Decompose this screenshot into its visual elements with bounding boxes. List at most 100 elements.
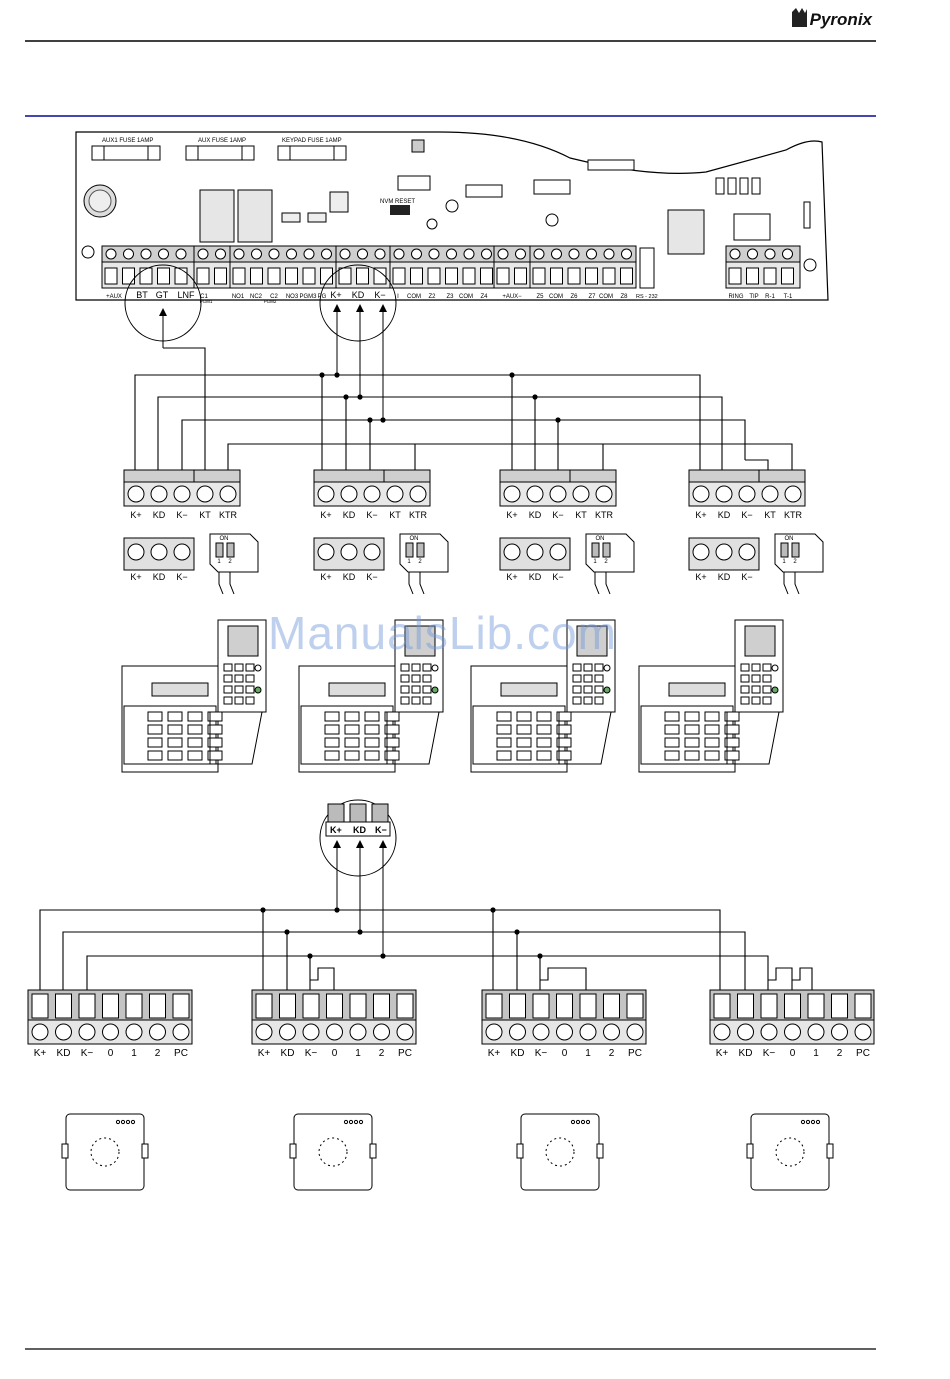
panel-terminal-label: COM: [407, 294, 421, 300]
terminal-slot: [338, 267, 352, 285]
terminal-label: 0: [790, 1048, 796, 1059]
terminal-slot: [125, 993, 143, 1019]
dip-number: 1: [782, 559, 786, 565]
panel-terminal-label: KD: [352, 290, 365, 300]
panel-terminal-label: K+: [330, 290, 341, 300]
terminal-slot: [763, 267, 777, 285]
junction-dots: [260, 907, 543, 959]
screw-icon: [509, 1023, 526, 1041]
screw-icon: [854, 1023, 872, 1041]
terminal-label: KT: [199, 510, 211, 520]
terminal-label: KD: [718, 572, 731, 582]
terminal-label: K+: [258, 1048, 271, 1059]
led-keypad-icon: [746, 1113, 834, 1191]
screw-icon: [196, 485, 214, 503]
screw-icon: [127, 543, 145, 561]
terminal-slot: [462, 267, 476, 285]
panel-terminal-label: COM: [549, 294, 563, 300]
terminal-label: K−: [366, 510, 377, 520]
terminal-slot: [250, 267, 263, 285]
terminal-label: KTR: [409, 510, 428, 520]
terminal-label: K+: [130, 510, 141, 520]
panel-terminal-label: COM: [459, 294, 473, 300]
screw-icon: [503, 485, 521, 503]
screw-icon: [760, 1023, 778, 1041]
lcd-keypad-icon: [298, 619, 444, 773]
terminal-slot: [174, 267, 188, 285]
terminal-label: K+: [34, 1048, 47, 1059]
screw-icon: [626, 1023, 644, 1041]
arrow-icon: [379, 304, 387, 420]
screw-icon: [105, 248, 117, 260]
led-keypad-icon: [289, 1113, 377, 1191]
lcd-bus-wiring: [134, 347, 793, 476]
terminal-label: K−: [741, 510, 752, 520]
terminal-block: [529, 261, 637, 289]
screw-icon: [302, 1023, 320, 1041]
screw-icon: [219, 485, 237, 503]
watermark: ManualsLib.com: [268, 607, 617, 659]
terminal-label: K−: [741, 572, 752, 582]
lcd-keypad-icon: [470, 619, 616, 773]
screw-icon: [549, 543, 567, 561]
terminal-slot: [157, 267, 170, 285]
terminal-label: KTR: [595, 510, 614, 520]
screw-icon: [374, 248, 386, 260]
screw-icon: [255, 1023, 273, 1041]
screw-icon: [363, 485, 381, 503]
terminal-label: KD: [281, 1048, 295, 1059]
terminal-label: KD: [57, 1048, 71, 1059]
screw-icon: [317, 485, 335, 503]
panel-terminal-label: K−: [374, 290, 385, 300]
screw-icon: [339, 248, 351, 260]
dip-toggle: [226, 542, 235, 558]
screw-icon: [747, 248, 758, 260]
screw-icon: [233, 248, 245, 260]
zoom-detail: K+ KD K−: [319, 799, 397, 956]
terminal-block: [193, 469, 241, 483]
screw-icon: [481, 248, 492, 260]
terminal-label: K−: [176, 510, 187, 520]
terminal-slot: [396, 993, 414, 1019]
terminal-slot: [78, 993, 96, 1019]
ic-chip: [533, 179, 571, 195]
terminal-label: 1: [131, 1048, 137, 1059]
fuse-holders: [91, 145, 347, 161]
rs232-connector: [639, 247, 655, 289]
terminal-slot: [781, 267, 794, 285]
terminal-slot: [737, 993, 754, 1019]
screw-icon: [485, 1023, 503, 1041]
panel-terminal-label: T-1: [784, 294, 793, 300]
terminal-label: KD: [718, 510, 731, 520]
panel-terminal-label: GT: [156, 290, 169, 300]
terminal-label: K+: [695, 572, 706, 582]
terminal-slot: [807, 993, 825, 1019]
terminal-slot: [585, 267, 598, 285]
terminal-label: KT: [764, 510, 776, 520]
junction-dots: [319, 372, 561, 423]
terminal-slot: [728, 267, 742, 285]
panel-terminal-strip: [101, 245, 801, 289]
terminal-label: K−: [552, 572, 563, 582]
lcd-keypad-icon: [121, 619, 267, 773]
terminal-block: [688, 469, 760, 483]
screw-icon: [764, 248, 776, 260]
screw-icon: [340, 543, 358, 561]
screw-icon: [549, 485, 567, 503]
terminal-label: KD: [529, 510, 542, 520]
fuse-label: AUX1 FUSE 1AMP: [102, 138, 153, 144]
terminal-slot: [285, 267, 298, 285]
terminal-slot: [349, 993, 367, 1019]
terminal-label: PC: [628, 1048, 642, 1059]
dip-number: 2: [418, 559, 422, 565]
terminal-label: K+: [130, 572, 141, 582]
screw-icon: [251, 248, 262, 260]
terminal-label: KD: [529, 572, 542, 582]
terminal-slot: [232, 267, 246, 285]
terminal-slot: [302, 993, 320, 1019]
terminal-slot: [602, 267, 616, 285]
